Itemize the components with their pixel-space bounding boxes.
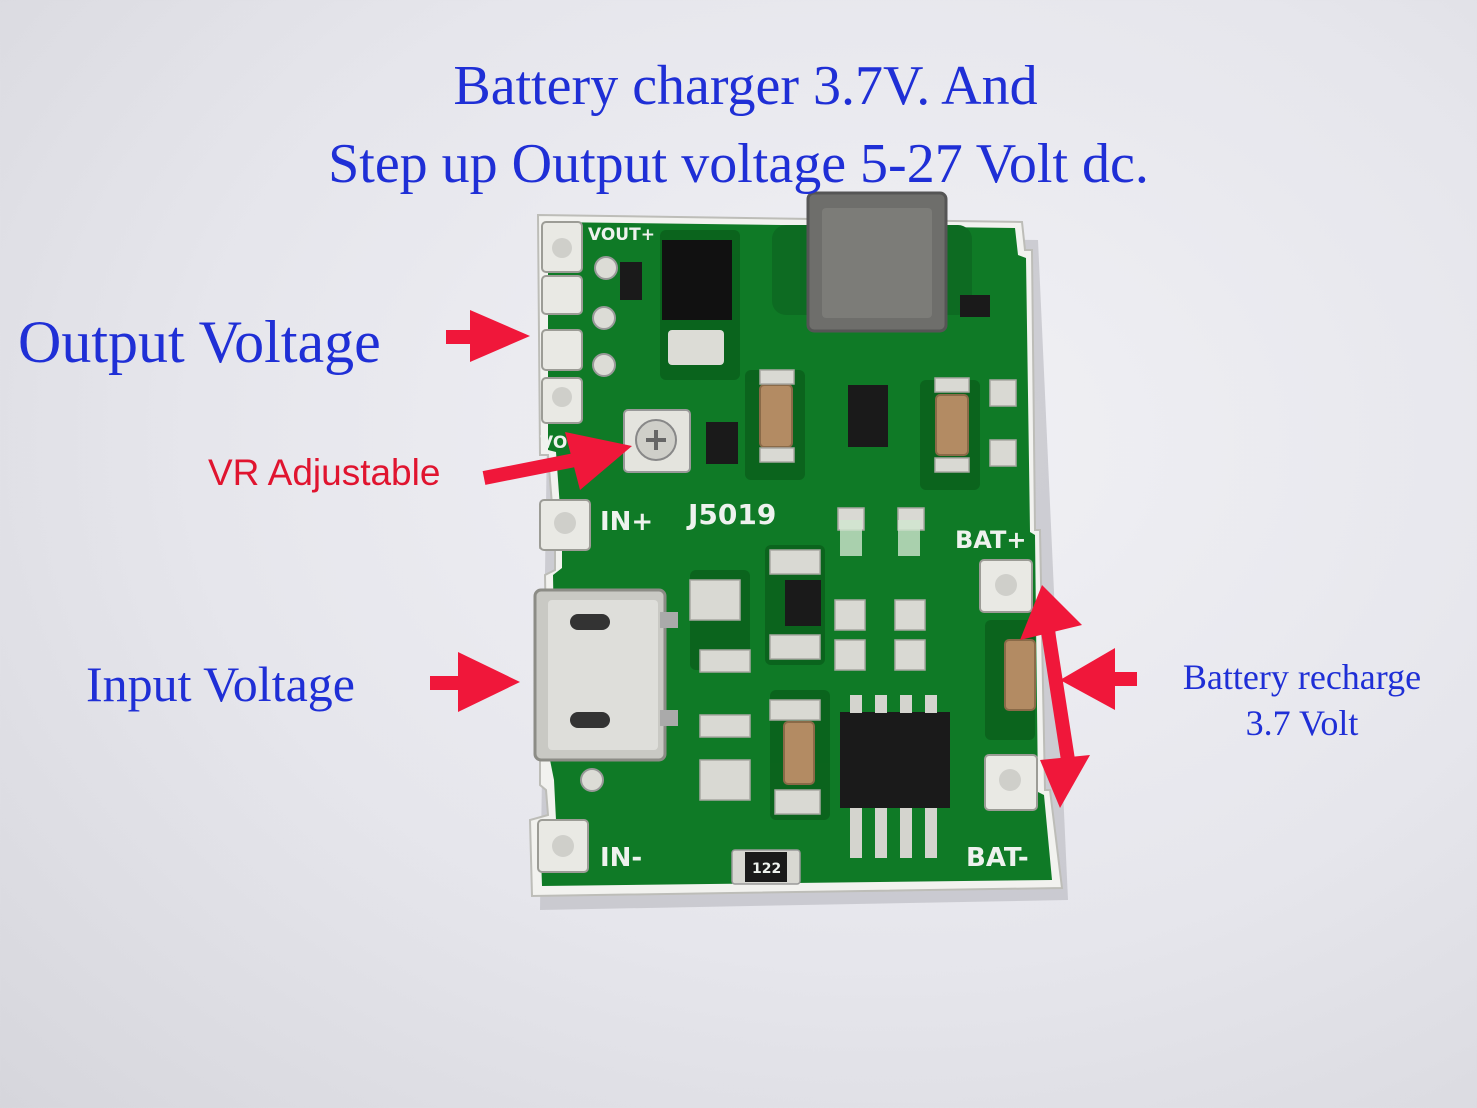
battery-recharge-line2: 3.7 Volt: [1245, 703, 1359, 743]
trimmer-potentiometer: [623, 409, 691, 473]
inductor: [772, 191, 972, 333]
input-voltage-label: Input Voltage: [86, 656, 355, 712]
title-line-1: Battery charger 3.7V. And: [453, 55, 1038, 117]
silk-in-plus: IN+: [600, 507, 653, 537]
micro-usb-connector: [533, 588, 678, 762]
silk-vout-minus: VO: [540, 433, 567, 453]
title-line-2: Step up Output voltage 5-27 Volt dc.: [328, 133, 1149, 195]
silk-resistor-code: 122: [752, 861, 781, 877]
silk-vout-plus: VOUT+: [588, 225, 655, 245]
output-voltage-label: Output Voltage: [18, 309, 381, 375]
silk-model: J5019: [686, 498, 776, 531]
vr-adjustable-label: VR Adjustable: [208, 452, 441, 493]
charger-ic: [840, 712, 950, 808]
silk-bat-plus: BAT+: [955, 526, 1026, 554]
schottky-diode: [662, 240, 732, 320]
silk-in-minus: IN-: [600, 843, 642, 873]
silk-bat-minus: BAT-: [966, 843, 1029, 873]
battery-recharge-label: Battery recharge 3.7 Volt: [1157, 654, 1447, 746]
battery-recharge-line1: Battery recharge: [1182, 657, 1422, 697]
